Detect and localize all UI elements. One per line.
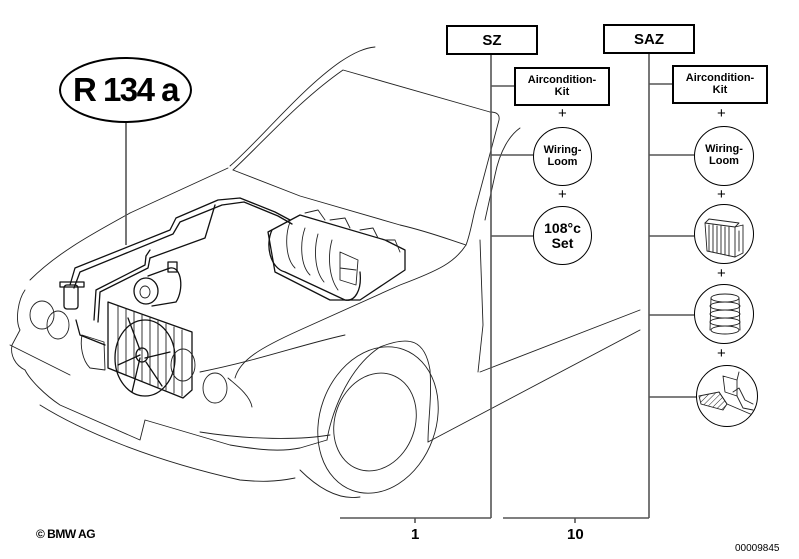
tire-outer (317, 346, 439, 494)
wheel-arch (326, 340, 432, 443)
evaporator-housing (267, 214, 406, 301)
compressor-pulley-hub (139, 285, 151, 299)
sz-header-box: SZ (446, 25, 538, 55)
sill-line (199, 431, 331, 439)
condenser-frame (107, 301, 193, 399)
ac-pipe-lower (93, 249, 151, 321)
sz-108c-set-line2: Set (551, 234, 574, 251)
sz-plus-1: + (558, 105, 567, 122)
apron-line (9, 344, 71, 376)
diagram-number: 00009845 (735, 543, 780, 554)
headlight-right (202, 372, 228, 404)
sz-108c-set-circle: 108°c Set (533, 206, 592, 265)
saz-coil-spring-circle (694, 284, 754, 344)
hood-right-edge (232, 169, 467, 246)
saz-wiring-loom-circle: Wiring- Loom (694, 126, 754, 186)
front-bumper-lower (24, 369, 328, 451)
kidney-grille (80, 334, 106, 371)
refrigerant-label-ellipse: R 134 a (59, 57, 192, 123)
ac-pipe-upper (69, 197, 291, 286)
coil-spring-icon (709, 293, 741, 335)
sz-wiring-loom-line2: Loom (547, 155, 578, 168)
sz-wiring-loom-line1: Wiring- (543, 143, 582, 156)
door-line (477, 239, 484, 373)
front-bumper-bottom (39, 404, 296, 482)
ac-pipe-lower-2 (97, 257, 151, 323)
roof-line (229, 46, 376, 167)
saz-header-label: SAZ (634, 30, 664, 48)
sz-quantity: 1 (411, 526, 420, 543)
saz-wiring-loom-line2: Loom (709, 155, 739, 167)
radiator-icon (704, 218, 744, 258)
saz-quantity: 10 (567, 526, 584, 543)
saz-aircondition-kit-line1: Aircondition- (685, 71, 755, 84)
compressor-body (147, 267, 182, 307)
ac-pipe-to-receiver (75, 319, 106, 346)
front-bumper-top (11, 289, 26, 371)
refrigerant-label: R 134 a (72, 71, 180, 108)
evaporator-blower (268, 229, 361, 301)
saz-plus-1: + (717, 105, 726, 122)
receiver-drier (63, 284, 79, 310)
body-side-upper (427, 329, 641, 443)
receiver-drier-bracket (59, 281, 85, 288)
sz-plus-2: + (558, 186, 567, 203)
headlight-left-outer (29, 300, 55, 330)
condenser-fins (117, 305, 183, 397)
compressor-fitting (167, 261, 178, 273)
evaporator-top-vents (304, 209, 401, 253)
body-side-lower (479, 309, 641, 373)
sz-aircondition-kit-line1: Aircondition- (527, 73, 597, 86)
compressor-pulley (133, 277, 159, 305)
a-pillar (484, 127, 521, 221)
saz-aircondition-kit-box: Aircondition- Kit (672, 65, 768, 104)
sz-header-label: SZ (482, 31, 502, 49)
console-detail-icon (698, 371, 756, 417)
saz-plus-4: + (717, 345, 726, 362)
windshield-outer (232, 69, 491, 171)
saz-radiator-circle (694, 204, 754, 264)
headlight-left-inner (46, 310, 70, 340)
fan-blades (117, 317, 171, 393)
tire-inner (333, 372, 417, 472)
saz-console-circle (696, 365, 758, 427)
sz-108c-set-line1: 108°c (544, 219, 581, 236)
tire-edge (299, 469, 361, 498)
saz-wiring-loom-line1: Wiring- (705, 143, 743, 156)
aux-fan (170, 348, 196, 382)
sz-wiring-loom-circle: Wiring- Loom (533, 127, 592, 186)
saz-plus-2: + (717, 186, 726, 203)
sz-aircondition-kit-line2: Kit (554, 85, 570, 98)
ac-pipe-mid (149, 204, 216, 259)
sz-aircondition-kit-box: Aircondition- Kit (514, 67, 610, 106)
hood-to-fender (234, 244, 467, 379)
saz-plus-3: + (717, 265, 726, 282)
ac-pipe-upper-2 (73, 201, 293, 289)
fan-shroud (114, 319, 176, 397)
evaporator-outlet (339, 251, 359, 286)
fan-hub (135, 347, 149, 363)
headlight-right-brow (227, 377, 253, 408)
saz-header-box: SAZ (603, 24, 695, 54)
windshield-side (465, 111, 500, 246)
hood-front-left (29, 212, 131, 281)
saz-aircondition-kit-line2: Kit (712, 83, 728, 96)
copyright-label: © BMW AG (36, 527, 96, 541)
fender-line (199, 334, 346, 373)
evaporator-ribs (286, 221, 339, 291)
hood-line-left (129, 167, 229, 214)
